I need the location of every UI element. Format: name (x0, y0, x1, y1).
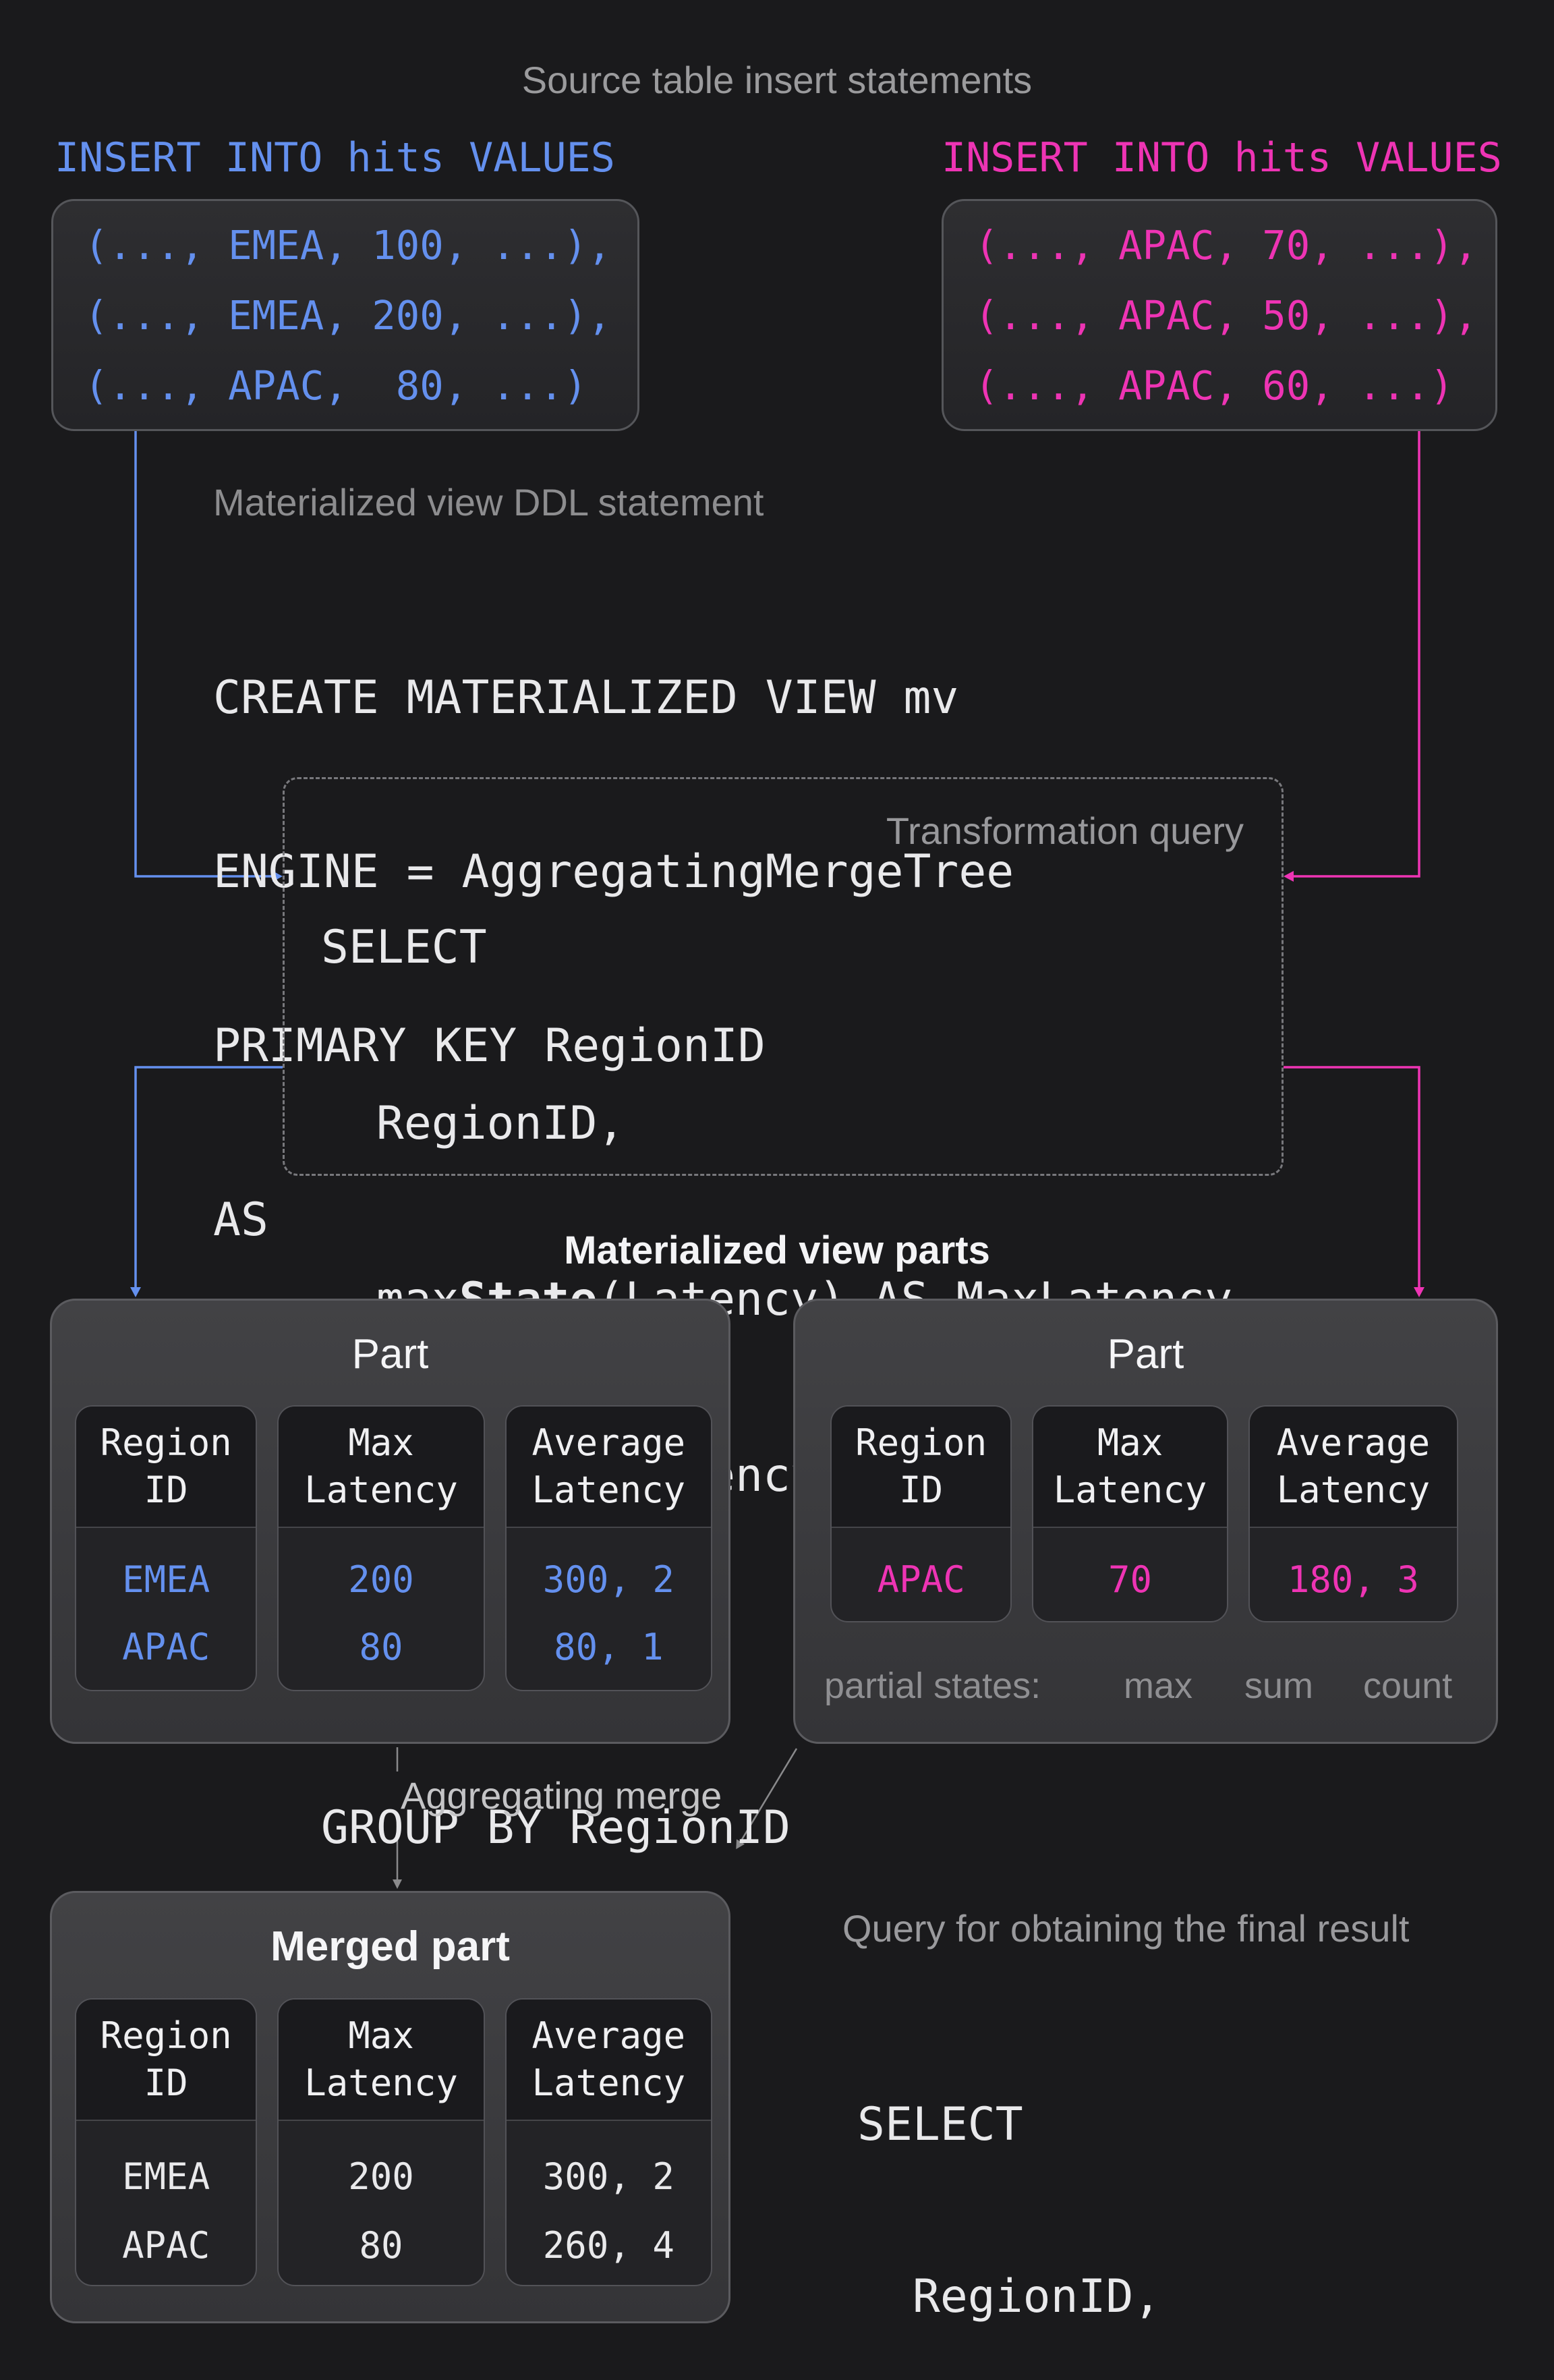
cell-value: APAC (877, 1558, 965, 1601)
partial-state-sum: sum (1244, 1666, 1314, 1706)
insert-box-right: (..., APAC, 70, ...), (..., APAC, 50, ..… (942, 199, 1497, 431)
code-line: RegionID, (857, 2270, 1161, 2323)
arrowhead-down-icon (130, 1287, 141, 1297)
aggregating-merge-label: Aggregating merge (401, 1774, 722, 1817)
column-average-latency: Average Latency 300, 2 260, 4 (505, 1998, 712, 2286)
part-title: Part (1107, 1331, 1184, 1378)
final-query-title: Query for obtaining the final result (842, 1907, 1410, 1950)
column-region-id: Region ID EMEA APAC (75, 1998, 258, 2286)
column-max-latency: Max Latency 70 (1032, 1405, 1228, 1622)
cell-value: 80 (359, 1626, 403, 1668)
column-header: Max Latency (279, 2000, 484, 2121)
column-header: Average Latency (506, 2000, 711, 2121)
code-line: SELECT (321, 921, 487, 974)
cell-value: EMEA (122, 1558, 210, 1601)
parts-section-title: Materialized view parts (564, 1228, 990, 1272)
cell-value: 200 (348, 1558, 414, 1601)
code-line: GROUP BY RegionID (321, 1801, 790, 1854)
cell-value: 300, 2 (542, 1558, 674, 1601)
column-header: Average Latency (506, 1407, 711, 1528)
column-region-id: Region ID EMEA APAC (75, 1405, 258, 1691)
insert-row: (..., EMEA, 100, ...), (84, 222, 612, 268)
cell-value: 200 (348, 2155, 414, 2198)
ddl-title: Materialized view DDL statement (213, 481, 764, 523)
code-line: CREATE MATERIALIZED VIEW mv (213, 671, 959, 725)
column-header: Average Latency (1249, 1407, 1457, 1528)
column-header: Max Latency (1033, 1407, 1227, 1528)
cell-value: 80 (359, 2224, 403, 2267)
transformation-query-label: Transformation query (886, 810, 1244, 852)
insert-row: (..., APAC, 70, ...), (975, 222, 1478, 268)
cell-value: 80, 1 (554, 1626, 664, 1668)
partial-state-count: count (1363, 1666, 1453, 1706)
insert-row: (..., APAC, 60, ...) (975, 362, 1454, 409)
cell-value: 70 (1108, 1558, 1153, 1601)
cell-value: 260, 4 (542, 2224, 674, 2267)
column-average-latency: Average Latency 300, 2 80, 1 (505, 1405, 712, 1691)
insert-box-left: (..., EMEA, 100, ...), (..., EMEA, 200, … (51, 199, 639, 431)
code-line: AS (213, 1193, 268, 1247)
column-max-latency: Max Latency 200 80 (277, 1405, 485, 1691)
cell-value: 180, 3 (1287, 1558, 1419, 1601)
partial-state-max: max (1124, 1666, 1193, 1706)
code-line: ENGINE = AggregatingMergeTree (213, 845, 1014, 899)
column-header: Region ID (832, 1407, 1011, 1528)
column-header: Region ID (76, 2000, 256, 2121)
cell-value: APAC (122, 2224, 210, 2267)
ddl-code: CREATE MATERIALIZED VIEW mv ENGINE = Agg… (213, 553, 1014, 1365)
arrowhead-down-icon (1414, 1287, 1424, 1297)
part-title: Part (351, 1331, 429, 1378)
partial-states-label: partial states: (824, 1666, 1041, 1706)
insert-label-left: INSERT INTO hits VALUES (55, 134, 615, 181)
cell-value: APAC (122, 1626, 210, 1668)
column-average-latency: Average Latency 180, 3 (1248, 1405, 1458, 1622)
cell-value: EMEA (122, 2155, 210, 2198)
part-box-right: Part Region ID APAC Max Latency 70 Avera… (793, 1299, 1498, 1744)
column-header: Region ID (76, 1407, 256, 1528)
insert-row: (..., APAC, 50, ...), (975, 292, 1478, 339)
insert-label-right: INSERT INTO hits VALUES (942, 134, 1502, 181)
code-line: SELECT (857, 2098, 1023, 2151)
cell-value: 300, 2 (542, 2155, 674, 2198)
column-header: Max Latency (279, 1407, 484, 1528)
code-line: PRIMARY KEY RegionID (213, 1019, 766, 1073)
code-line: RegionID, (321, 1097, 625, 1150)
arrow-right-insert-to-query (1294, 431, 1420, 878)
part-box-left: Part Region ID EMEA APAC Max Latency 200… (50, 1299, 730, 1744)
transformation-query-box: Transformation query SELECT RegionID, ma… (283, 777, 1284, 1854)
arrowhead-left-icon (1284, 871, 1294, 882)
page-title: Source table insert statements (521, 59, 1033, 101)
insert-row: (..., APAC, 80, ...) (84, 362, 587, 409)
merged-part-title: Merged part (270, 1923, 510, 1970)
merged-part-box: Merged part Region ID EMEA APAC Max Late… (50, 1891, 730, 2323)
insert-row: (..., EMEA, 200, ...), (84, 292, 612, 339)
column-region-id: Region ID APAC (830, 1405, 1012, 1622)
column-max-latency: Max Latency 200 80 (277, 1998, 485, 2286)
